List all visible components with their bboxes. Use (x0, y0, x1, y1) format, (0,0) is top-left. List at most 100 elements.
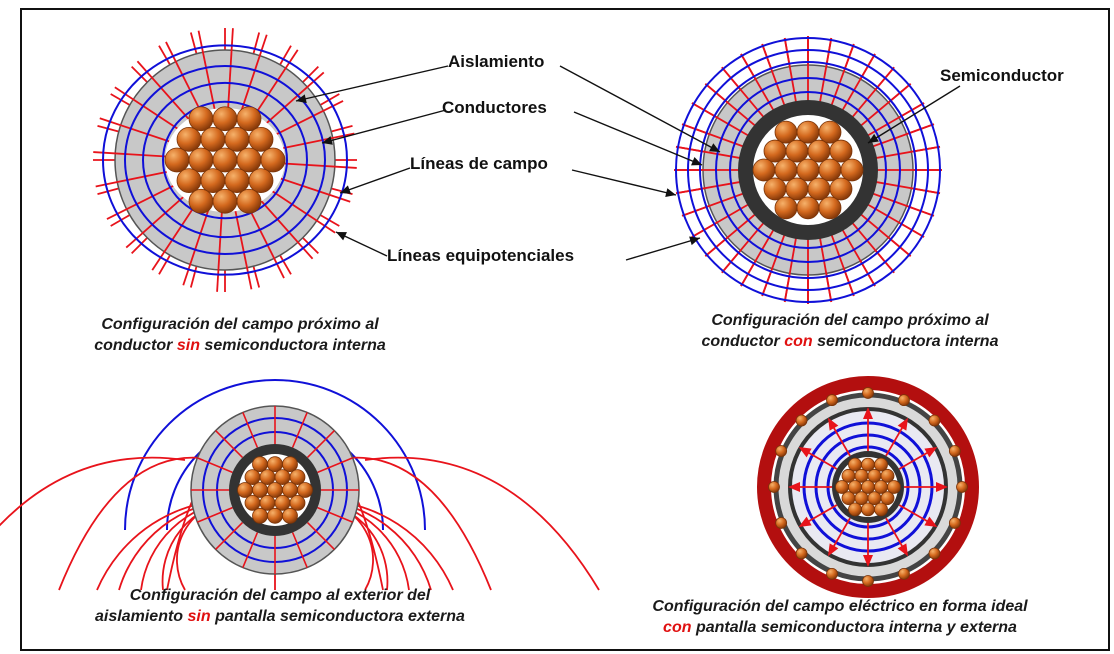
field-line (859, 83, 912, 127)
equipotential-line (142, 81, 308, 239)
screen-wire (928, 414, 941, 427)
field-line (236, 34, 268, 123)
field-line (215, 430, 244, 459)
arrowhead (868, 133, 879, 143)
conductor-strand (212, 188, 238, 214)
conductor-strand (297, 482, 313, 498)
field-line (803, 449, 838, 470)
field-arrow (788, 482, 800, 492)
field-line (704, 83, 757, 127)
cable-without-outer-screen (0, 379, 600, 591)
field-arrow (936, 482, 948, 492)
equipotential-line (162, 100, 288, 220)
field-arrow (828, 543, 839, 557)
conductor-strand (188, 106, 214, 132)
conductor-strand (848, 457, 862, 472)
arrowhead (322, 136, 333, 145)
label-arrow (625, 237, 701, 261)
arrowhead (689, 236, 700, 246)
field-arrow (897, 417, 908, 431)
equipotential-line (675, 37, 941, 303)
conductor-strand (854, 468, 869, 483)
conductor-strand (248, 168, 274, 194)
label-semiconductor: Semiconductor (940, 66, 1064, 85)
conductor-strand (829, 177, 853, 201)
conductor-strand (267, 482, 283, 498)
conductor-strand (224, 126, 250, 152)
conductor-strand (807, 177, 831, 201)
label-arrow (321, 109, 447, 144)
caption-line: Configuración del campo eléctrico en for… (652, 598, 1028, 615)
field-line (242, 412, 259, 448)
conductor-strand (763, 139, 787, 163)
screen-wire (928, 547, 941, 560)
field-line (58, 456, 216, 591)
field-line (691, 102, 750, 137)
conductor-strand (774, 196, 798, 220)
label-arrow (339, 167, 411, 194)
label-lineas-equipotenciales: Líneas equipotenciales (387, 246, 575, 265)
conductor-strand (236, 188, 262, 214)
label-arrow (559, 65, 721, 153)
field-line (783, 37, 798, 104)
conductor-strand (236, 147, 262, 173)
conductor-strand (861, 502, 875, 517)
screen-wire (768, 481, 780, 493)
field-line (859, 213, 912, 257)
conductor-strand (267, 507, 283, 524)
label-aislamiento: Aislamiento (448, 52, 545, 71)
conductor-strand (188, 188, 214, 214)
field-line (885, 517, 906, 552)
field-line (866, 102, 925, 137)
caption-line: Configuración del campo próximo al (711, 312, 989, 329)
conductor-strand (818, 196, 842, 220)
conductor-strand (200, 126, 226, 152)
equipotential-line (124, 379, 426, 531)
caption-bottom-left: Configuración del campo al exterior del … (40, 585, 520, 627)
screen-wire (795, 547, 808, 560)
conductor-strand (874, 480, 888, 494)
label-arrow (571, 169, 677, 196)
conductor-strand (874, 502, 888, 517)
conductor-strand (244, 494, 261, 511)
caption-line: Configuración del campo al exterior del (129, 587, 431, 604)
field-line (250, 189, 314, 260)
conductor-strand (212, 147, 238, 173)
conductor-strand (248, 126, 274, 152)
caption-bottom-right: Configuración del campo eléctrico en for… (590, 596, 1090, 638)
conductor-strand (236, 106, 262, 132)
conductor-strand (887, 480, 901, 494)
conductor-strand (176, 126, 202, 152)
conductor-strand (840, 158, 864, 182)
screen-wire (826, 567, 838, 580)
cable-without-inner-semiconductor (93, 28, 357, 292)
field-line (226, 28, 234, 121)
conductor-strand (289, 469, 306, 486)
screen-wire (795, 414, 808, 427)
conductor-strand (259, 494, 276, 511)
field-arrow (924, 447, 938, 458)
field-line (691, 203, 750, 238)
conductor-strand (774, 158, 798, 182)
conductor-strand (212, 106, 238, 132)
equipotential-line (102, 44, 348, 276)
screen-wire (898, 567, 910, 580)
field-line (306, 430, 335, 459)
screen-wire (775, 517, 788, 529)
screen-wire (775, 445, 788, 457)
conductor-strand (252, 507, 268, 524)
conductor-strand (164, 147, 190, 173)
arrowhead (336, 232, 347, 241)
caption-line: Configuración del campo próximo al (101, 316, 379, 333)
conductor-strand (176, 168, 202, 194)
caption-top-left: Configuración del campo próximo al condu… (60, 314, 420, 356)
label-arrows (295, 65, 961, 261)
caption-line: aislamiento sin pantalla semiconductora … (95, 608, 465, 625)
field-arrow (924, 516, 938, 527)
screen-wire (948, 517, 961, 529)
label-arrow (295, 65, 449, 102)
conductor-strand (244, 469, 261, 486)
label-arrow (867, 85, 961, 144)
field-line (0, 456, 186, 527)
field-line (866, 203, 925, 238)
